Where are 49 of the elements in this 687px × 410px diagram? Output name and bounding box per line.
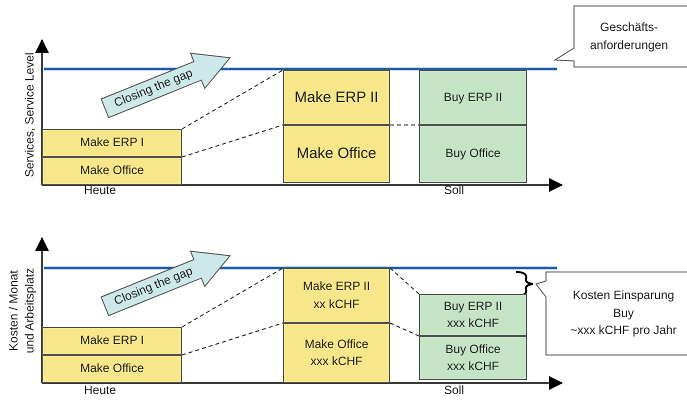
bar-label: Buy Office <box>445 145 501 162</box>
bar-label: Buy ERP II <box>444 298 502 315</box>
connector-line <box>390 322 420 336</box>
bar-segment <box>42 355 182 383</box>
bar-segment <box>283 323 390 383</box>
callout-box <box>555 6 687 67</box>
bar-segment <box>283 70 390 125</box>
axis-label: Soll <box>444 183 464 199</box>
connector-line <box>182 268 284 328</box>
connector-line <box>182 70 284 130</box>
connector-line <box>390 124 420 126</box>
bar-label: xxx kCHF <box>447 315 499 332</box>
axis-title: Kosten / Monat und Arbeitsplatz <box>6 266 37 355</box>
bar-label: Make Office <box>80 162 144 180</box>
connector-line <box>390 268 420 294</box>
bar-label: Make ERP I <box>80 332 144 350</box>
bar-segment <box>419 70 527 125</box>
axis-label: Heute <box>84 183 116 199</box>
arrow-label: Closing the gap <box>112 64 196 112</box>
bar-segment <box>419 125 527 183</box>
bar-label: Make ERP I <box>80 134 144 152</box>
bar-segment <box>42 327 182 355</box>
arrow-label: Closing the gap <box>112 262 196 310</box>
callout-text: Kosten Einsparung <box>572 287 674 304</box>
bar-label: Buy ERP II <box>444 88 502 106</box>
axis-label: Soll <box>444 383 464 399</box>
bar-segment <box>419 294 527 336</box>
bar-label: xxx kCHF <box>310 353 362 370</box>
bar-segment <box>283 125 390 183</box>
bar-label: Buy Office <box>445 340 501 358</box>
callout-box <box>536 272 687 355</box>
callout-text: Geschäfts- anforderungen <box>588 19 670 54</box>
bar-segment <box>42 157 182 185</box>
connector-line <box>182 124 284 158</box>
bar-segment <box>42 129 182 157</box>
axis-label: Heute <box>84 383 116 399</box>
bar-label: Make Office <box>296 144 376 164</box>
callout-text: Buy <box>613 304 634 322</box>
axis-title: Services, Service Level <box>22 52 38 178</box>
bar-segment <box>419 336 527 380</box>
bar-label: xxx kCHF <box>447 358 499 375</box>
callout-text: ~xxx kCHF pro Jahr <box>570 322 677 340</box>
bar-label: xx kCHF <box>314 296 360 312</box>
connector-line <box>182 322 284 356</box>
bar-label: Make ERP II <box>294 88 378 108</box>
bar-label: Make Office <box>304 336 368 353</box>
bar-label: Make Office <box>80 360 144 378</box>
bar-label: Make ERP II <box>302 278 370 296</box>
bar-segment <box>283 268 390 323</box>
